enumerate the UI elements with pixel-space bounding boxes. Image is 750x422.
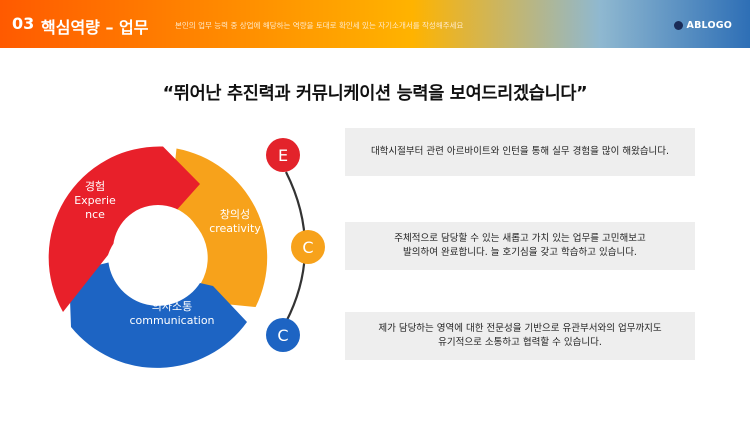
header-bar: 03 핵심역량 – 업무 본인의 업무 능력 중 상업에 해당하는 역량을 토대… bbox=[0, 0, 750, 48]
badge-letter: C bbox=[277, 325, 289, 345]
desc-text: 대학시절부터 관련 아르바이트와 인턴을 통해 실무 경험을 많이 해왔습니다. bbox=[370, 146, 670, 157]
label-ko: 의사소통 bbox=[151, 300, 193, 313]
badge-c-1: C bbox=[291, 230, 325, 264]
badge-letter: C bbox=[302, 237, 314, 257]
desc-box-communication: 제가 담당하는 영역에 대한 전문성을 기반으로 유관부서와의 업무까지도 유기… bbox=[345, 312, 695, 360]
logo: ABLOGO bbox=[673, 20, 732, 31]
label-ko: 창의성 bbox=[219, 208, 251, 221]
logo-mark-icon bbox=[673, 21, 683, 30]
badge-letter: E bbox=[277, 145, 289, 165]
desc-text: 유기적으로 소통하고 협력할 수 있습니다. bbox=[438, 337, 602, 348]
segment-label-creativity: 창의성 creativity bbox=[198, 208, 272, 236]
label-en: Experie bbox=[74, 194, 116, 207]
desc-box-experience: 대학시절부터 관련 아르바이트와 인턴을 통해 실무 경험을 많이 해왔습니다. bbox=[345, 128, 695, 176]
label-en: creativity bbox=[209, 222, 261, 235]
desc-text: 제가 담당하는 영역에 대한 전문성을 기반으로 유관부서와의 업무까지도 bbox=[378, 323, 662, 334]
desc-box-creativity: 주체적으로 담당할 수 있는 새롭고 가치 있는 업무를 고민해보고 발의하여 … bbox=[345, 222, 695, 270]
desc-text: 주체적으로 담당할 수 있는 새롭고 가치 있는 업무를 고민해보고 bbox=[394, 233, 646, 244]
section-number: 03 bbox=[12, 14, 35, 33]
badge-c-2: C bbox=[266, 318, 300, 352]
desc-text: 발의하여 완료합니다. 늘 호기심을 갖고 학습하고 있습니다. bbox=[403, 247, 637, 258]
headline: “뛰어난 추진력과 커뮤니케이션 능력을 보여드리겠습니다” bbox=[162, 84, 588, 104]
section-description: 본인의 업무 능력 중 상업에 해당하는 역량을 토대로 확인세 있는 자기소개… bbox=[175, 21, 464, 30]
segment-label-experience: 경험 Experie nce bbox=[60, 180, 130, 222]
label-ko: 경험 bbox=[84, 180, 106, 193]
label-en: communication bbox=[129, 314, 215, 327]
section-title: 핵심역량 – 업무 bbox=[41, 18, 149, 37]
badge-e: E bbox=[266, 138, 300, 172]
logo-text: ABLOGO bbox=[686, 20, 732, 31]
segment-label-communication: 의사소통 communication bbox=[120, 300, 224, 328]
cycle-segment-communication bbox=[69, 262, 247, 368]
label-en: nce bbox=[85, 208, 105, 221]
